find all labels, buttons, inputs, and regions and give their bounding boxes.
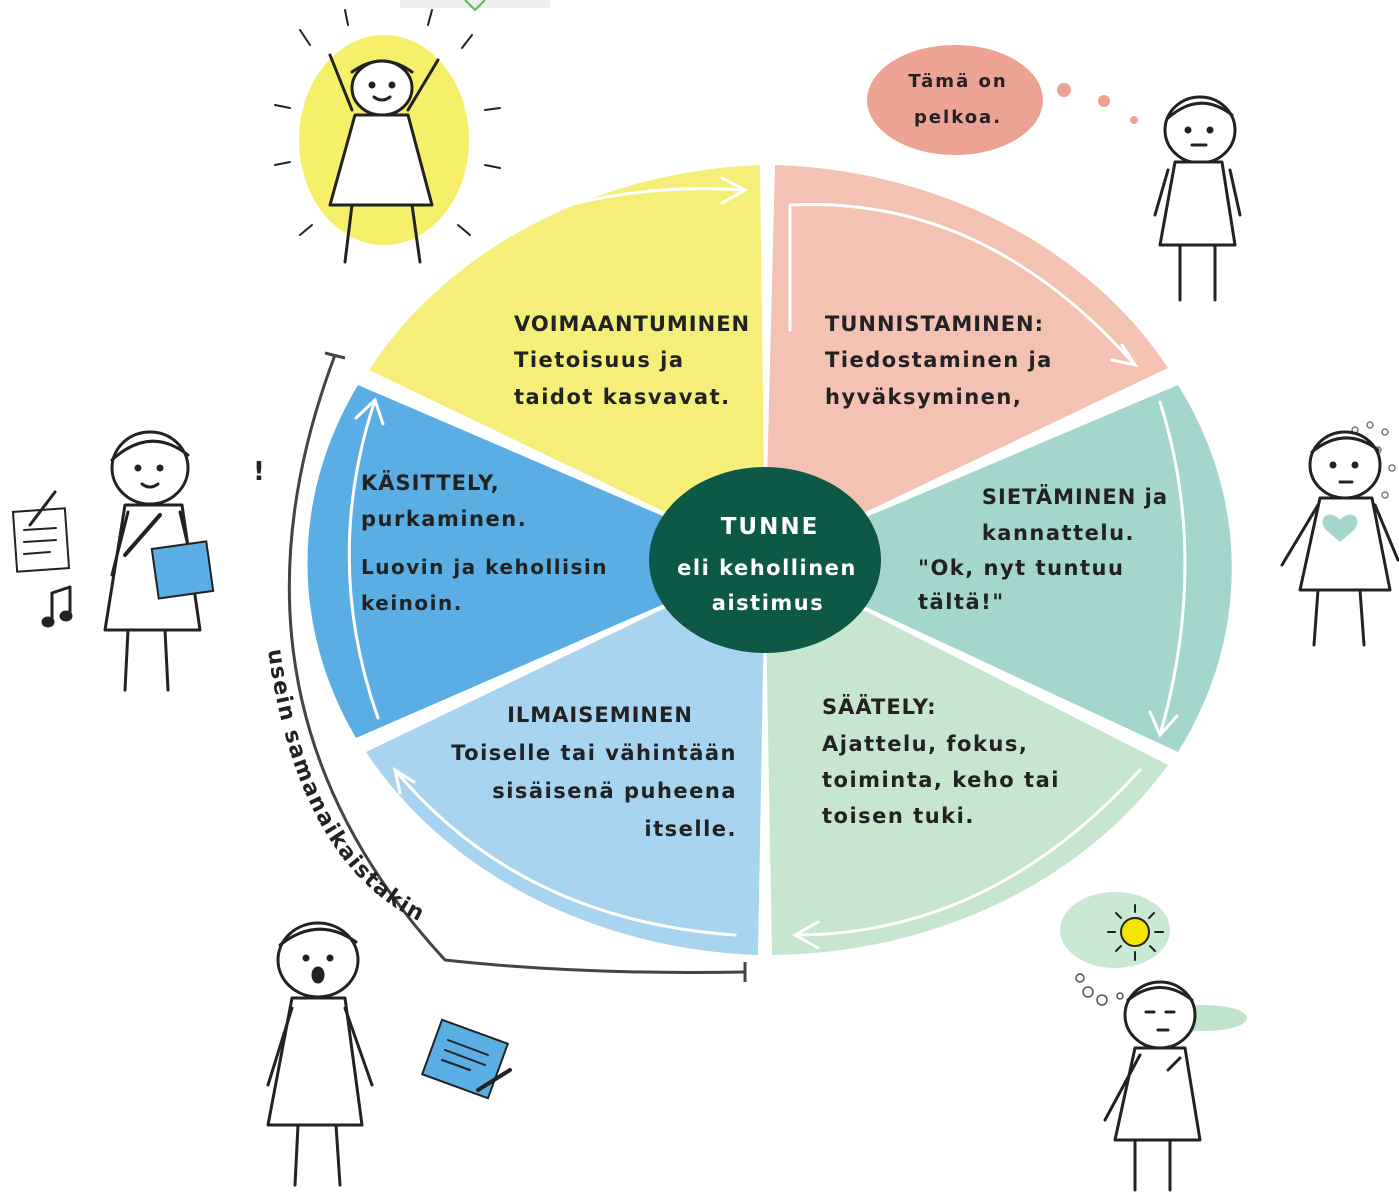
paper-left-lines	[23, 527, 57, 555]
arrow-saately	[793, 768, 1142, 937]
segment-tunnistaminen	[765, 165, 1168, 560]
saately-text: SÄÄTELY: Ajattelu, fokus, toiminta, keho…	[822, 694, 1060, 828]
saately-line1: Ajattelu, fokus,	[822, 732, 1028, 756]
side-arc-line	[287, 354, 746, 974]
kasittely-line2: Luovin ja kehollisin	[361, 555, 608, 579]
person-breathing-illustration	[1060, 892, 1247, 1192]
arrowhead-voimaantuminen	[720, 176, 749, 205]
ilmaiseminen-heading: ILMAISEMINEN	[507, 703, 693, 727]
arrowhead-ilmaiseminen	[392, 766, 416, 795]
side-arc-cap-top	[324, 351, 346, 360]
tunnistaminen-heading: TUNNISTAMINEN:	[825, 312, 1044, 336]
brush-icon	[123, 513, 162, 557]
person-breathing-icon	[1103, 980, 1202, 1192]
saately-line2: toiminta, keho tai	[822, 768, 1060, 792]
ilmaiseminen-line1: Toiselle tai vähintään	[451, 741, 737, 765]
center-title: TUNNE	[721, 514, 820, 540]
top-fragment-icon	[464, 0, 486, 12]
arrow-kasittely	[347, 398, 380, 720]
center-line3: aistimus	[712, 591, 824, 615]
arrowhead-kasittely	[354, 397, 385, 426]
center-line2: eli kehollinen	[677, 556, 857, 580]
wheel	[307, 165, 1232, 955]
segment-sietaminen	[765, 385, 1232, 752]
flow-arrows	[347, 176, 1187, 950]
person-thinking-icon	[1153, 95, 1242, 302]
person-speaking-icon	[266, 921, 374, 1187]
speech-bubble	[867, 45, 1043, 155]
top-fragment	[400, 0, 550, 8]
kasittely-text: KÄSITTELY, purkaminen. Luovin ja keholli…	[361, 470, 608, 615]
person-heart-illustration	[1280, 421, 1399, 647]
sietaminen-line2: "Ok, nyt tuntuu	[918, 556, 1124, 580]
sietaminen-heading: SIETÄMINEN ja	[982, 484, 1168, 509]
person-thinking-illustration: Tämä on pelkoa.	[867, 45, 1242, 302]
pen-icon	[476, 1068, 512, 1092]
thought-dot-2	[1098, 95, 1110, 107]
arrowhead-sietaminen	[1148, 710, 1179, 738]
tunnistaminen-text: TUNNISTAMINEN: Tiedostaminen ja hyväksym…	[825, 312, 1053, 409]
thought-dot-3	[1130, 116, 1138, 124]
kasittely-heading: KÄSITTELY,	[361, 470, 500, 495]
paper-lines	[441, 1039, 489, 1071]
person-creating-illustration	[11, 430, 215, 692]
paper-icon	[420, 1018, 510, 1100]
center-circle	[649, 467, 881, 653]
ilmaiseminen-line3: itselle.	[644, 817, 737, 841]
speech-bubble-line2: pelkoa.	[914, 107, 1002, 128]
segment-saately	[765, 560, 1168, 955]
person-cheering-icon	[328, 53, 440, 264]
ilmaiseminen-text: ILMAISEMINEN Toiselle tai vähintään sisä…	[451, 703, 737, 841]
tunnistaminen-line2: hyväksyminen,	[825, 385, 1022, 409]
kasittely-line3: keinoin.	[361, 591, 463, 615]
arrow-ilmaiseminen	[393, 768, 737, 937]
voimaantuminen-line1: Tietoisuus ja	[514, 348, 685, 372]
segment-ilmaiseminen	[366, 560, 765, 955]
sun-icon	[1120, 917, 1150, 947]
kasittely-line1: purkaminen.	[361, 507, 527, 531]
sun-rays	[1107, 904, 1164, 961]
person-cheering-illustration	[274, 9, 501, 264]
pen-left-icon	[28, 490, 57, 527]
tunnistaminen-line1: Tiedostaminen ja	[825, 348, 1053, 372]
arrow-voimaantuminen	[468, 187, 747, 242]
music-note-icon	[41, 585, 73, 628]
exclamation-mark: !	[253, 457, 265, 487]
person-speaking-illustration	[266, 921, 512, 1187]
thought-cloud	[1060, 892, 1170, 968]
heart-icon	[1322, 514, 1358, 542]
saately-heading: SÄÄTELY:	[822, 694, 937, 719]
arrow-sietaminen	[1158, 400, 1187, 737]
segment-kasittely	[307, 385, 765, 738]
arrow-tunnistaminen	[788, 202, 1137, 367]
voimaantuminen-text: VOIMAANTUMINEN Tietoisuus ja taidot kasv…	[514, 312, 750, 409]
book-icon	[150, 540, 215, 600]
sietaminen-line3: tältä!"	[918, 590, 1005, 614]
arrowhead-saately	[791, 920, 820, 950]
sietaminen-line1: kannattelu.	[982, 521, 1135, 545]
voimaantuminen-heading: VOIMAANTUMINEN	[514, 312, 750, 336]
person-heart-icon	[1280, 430, 1399, 647]
sietaminen-text: SIETÄMINEN ja kannattelu. "Ok, nyt tuntu…	[918, 484, 1168, 614]
ilmaiseminen-line2: sisäisenä puheena	[492, 779, 737, 803]
thought-bubbles	[1075, 973, 1124, 1006]
person-creating-icon	[103, 430, 202, 692]
segment-voimaantuminen	[369, 165, 765, 560]
voimaantuminen-line2: taidot kasvavat.	[514, 385, 731, 409]
saately-line3: toisen tuki.	[822, 804, 975, 828]
thought-dot-1	[1057, 83, 1071, 97]
arrowhead-tunnistaminen	[1110, 343, 1139, 368]
glow-rays	[274, 9, 501, 236]
speech-bubble-line1: Tämä on	[908, 71, 1007, 92]
